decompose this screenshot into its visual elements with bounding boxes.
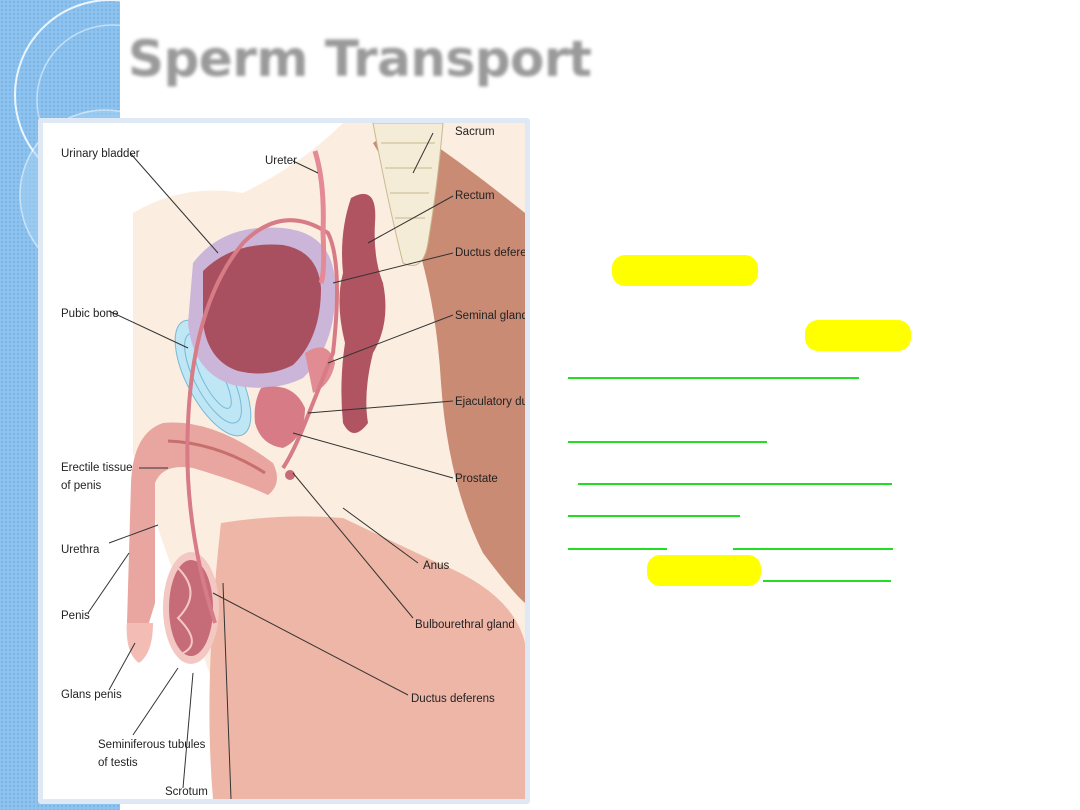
label-seminiferous-line1: Seminiferous tubules — [98, 739, 206, 751]
label-urethra: Urethra — [61, 544, 100, 556]
underline-mark-4 — [568, 515, 740, 517]
label-prostate: Prostate — [455, 473, 498, 485]
underline-mark-1 — [568, 377, 859, 379]
rectum — [339, 193, 386, 433]
anatomy-figure-frame: Sacrum Urinary bladder Ureter Rectum Duc… — [38, 118, 530, 804]
label-ductus-deferens-upper: Ductus deferens — [455, 247, 525, 259]
ureter-path — [312, 150, 327, 284]
label-bulbourethral-gland: Bulbourethral gland — [415, 619, 515, 631]
label-rectum: Rectum — [455, 190, 495, 202]
label-erectile-tissue-line2: of penis — [61, 480, 102, 492]
male-reproductive-anatomy-diagram: Sacrum Urinary bladder Ureter Rectum Duc… — [43, 123, 525, 799]
penis — [126, 422, 277, 663]
label-seminiferous-line2: of testis — [98, 757, 138, 769]
label-pubic-bone: Pubic bone — [61, 308, 119, 320]
label-ejaculatory-duct: Ejaculatory duct — [455, 396, 525, 408]
ductus-deferens-path — [185, 218, 339, 624]
label-sacrum: Sacrum — [455, 126, 495, 138]
thigh — [209, 516, 525, 799]
bulbourethral-gland — [285, 470, 295, 480]
label-seminal-gland: Seminal gland — [455, 310, 525, 322]
highlight-mark-3 — [647, 555, 761, 586]
label-glans-penis: Glans penis — [61, 689, 122, 701]
slide-title: Sperm Transport — [128, 30, 592, 88]
underline-mark-5 — [568, 548, 667, 550]
label-ductus-deferens-lower: Ductus deferens — [411, 693, 495, 705]
underline-mark-3 — [578, 483, 892, 485]
underline-mark-7 — [763, 580, 891, 582]
label-penis: Penis — [61, 610, 90, 622]
label-erectile-tissue-line1: Erectile tissue — [61, 462, 133, 474]
posterior-tissue — [373, 123, 525, 603]
leader-lines — [87, 132, 454, 799]
label-scrotum: Scrotum — [165, 786, 208, 798]
highlight-mark-2 — [805, 320, 911, 351]
underline-mark-6 — [733, 548, 893, 550]
highlight-mark-1 — [612, 255, 758, 286]
seminal-gland — [305, 347, 335, 393]
label-ureter: Ureter — [265, 155, 297, 167]
underline-mark-2 — [568, 441, 767, 443]
label-anus: Anus — [423, 560, 449, 572]
prostate — [254, 386, 305, 448]
label-urinary-bladder: Urinary bladder — [61, 148, 140, 160]
